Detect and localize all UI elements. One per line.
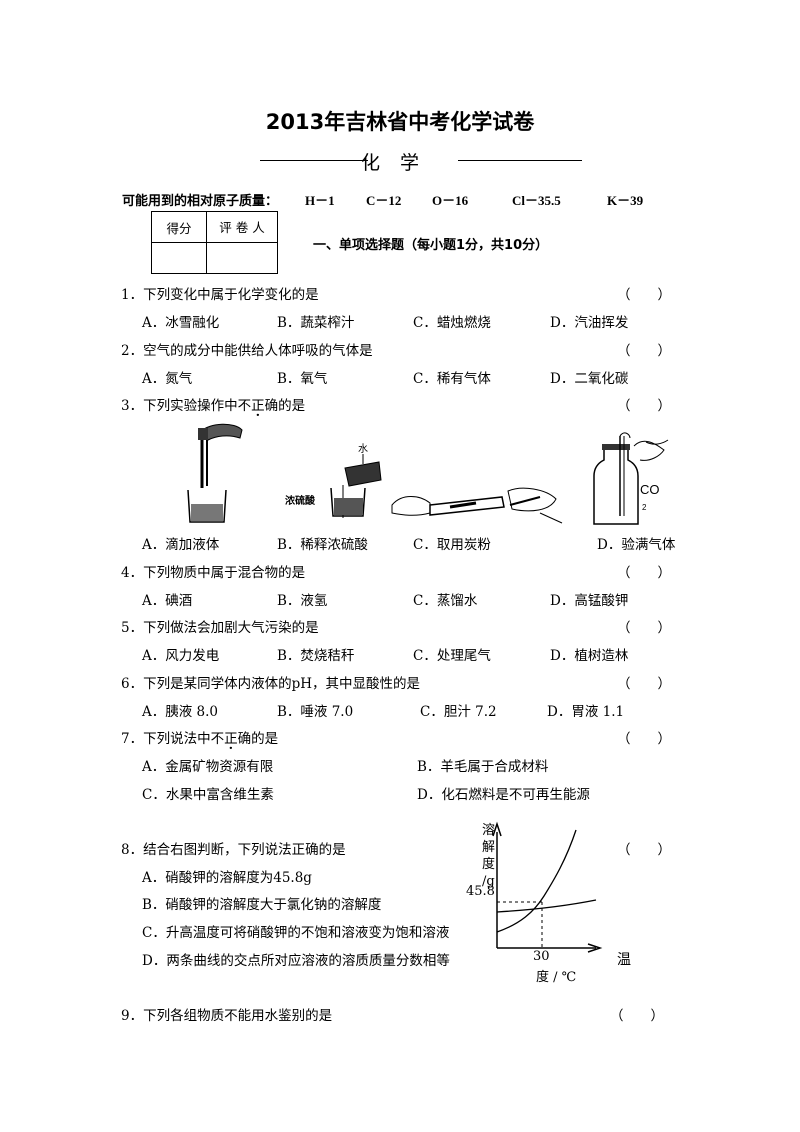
graph-y-char-2: 解: [482, 840, 496, 855]
q8-option-c: C．升高温度可将硝酸钾的不饱和溶液变为饱和溶液: [142, 925, 450, 941]
score-header: 得分: [151, 211, 207, 243]
q7-stem-emphasis: 不正确: [211, 731, 252, 747]
graph-y-value: 45.8: [466, 884, 495, 899]
q3-stem-emphasis: 不正确: [238, 398, 279, 414]
q1-option-b: B．蔬菜榨汁: [277, 315, 355, 331]
subtitle-rule-right: [458, 160, 582, 161]
q8-option-a: A．硝酸钾的溶解度为45.8g: [142, 870, 312, 886]
q4-option-d: D．高锰酸钾: [550, 593, 629, 609]
graph-y-char-4: /g: [482, 874, 495, 889]
solubility-graph: [492, 821, 603, 953]
q3-option-a: A．滴加液体: [142, 537, 220, 553]
q3-option-d: D．验满气体: [597, 537, 676, 553]
q3-stem-post: 的是: [278, 398, 306, 414]
answer-blank-5[interactable]: （ ）: [617, 620, 671, 636]
subtitle-rule-left: [260, 160, 368, 161]
score-cell[interactable]: [151, 242, 207, 274]
graph-y-arrow: [492, 821, 502, 837]
q6-option-a: A．胰液 8.0: [142, 704, 219, 720]
q4-option-c: C．蒸馏水: [413, 593, 478, 609]
co2-subscript: 2: [642, 503, 647, 512]
co2-label: CO: [640, 482, 660, 497]
carbon-powder-figure: [391, 487, 563, 524]
grader-header: 评 卷 人: [206, 211, 278, 243]
q6-option-b: B．唾液 7.0: [277, 704, 354, 720]
q6-option-c: C．胆汁 7.2: [420, 704, 497, 720]
kno3-curve: [496, 829, 577, 933]
graph-x-value: 30: [533, 949, 550, 964]
atomic-mass-label: 可能用到的相对原子质量：: [122, 194, 279, 209]
q8-option-d: D．两条曲线的交点所对应溶液的溶质质量分数相等: [142, 953, 450, 969]
page-title: 2013年吉林省中考化学试卷: [265, 110, 535, 134]
atomic-mass-cl: Cl－35.5: [512, 193, 561, 208]
section-heading: 一、单项选择题（每小题1分，共10分）: [313, 238, 549, 253]
q4-option-a: A．碘酒: [142, 593, 193, 609]
q7-stem-pre: 7．下列说法中: [121, 731, 211, 747]
q7-option-a: A．金属矿物资源有限: [142, 759, 274, 775]
graph-y-char-1: 溶: [482, 823, 496, 838]
atomic-mass-o: O－16: [432, 193, 469, 208]
q8-option-b: B．硝酸钾的溶解度大于氯化钠的溶解度: [142, 897, 382, 913]
answer-blank-3[interactable]: （ ）: [617, 398, 671, 414]
graph-x-arrow: [587, 943, 603, 953]
q6-option-d: D．胃液 1.1: [547, 704, 625, 720]
q4-option-b: B．液氢: [277, 593, 328, 609]
question-7-stem: 7．下列说法中不正确的是: [121, 727, 278, 747]
water-label: 水: [358, 443, 368, 455]
q5-option-c: C．处理尾气: [413, 648, 491, 664]
answer-blank-4[interactable]: （ ）: [617, 565, 671, 581]
graph-x-label-1: 温: [617, 952, 631, 968]
q5-option-b: B．焚烧秸秆: [277, 648, 355, 664]
q7-stem-post: 的是: [251, 731, 279, 747]
dilute-acid-figure: 水 浓硫酸: [285, 443, 382, 518]
acid-label: 浓硫酸: [285, 494, 316, 507]
q7-option-b: B．羊毛属于合成材料: [417, 759, 549, 775]
q3-stem-pre: 3．下列实验操作中: [121, 398, 238, 414]
question-2-stem: 2．空气的成分中能供给人体呼吸的气体是: [121, 343, 373, 359]
answer-blank-9[interactable]: （ ）: [610, 1008, 664, 1024]
question-5-stem: 5．下列做法会加剧大气污染的是: [121, 620, 319, 636]
question-9-stem: 9．下列各组物质不能用水鉴别的是: [121, 1008, 333, 1024]
answer-blank-1[interactable]: （ ）: [617, 287, 671, 303]
question-3-stem: 3．下列实验操作中不正确的是: [121, 394, 305, 414]
atomic-mass-h: H－1: [305, 193, 335, 208]
q2-option-a: A．氮气: [142, 371, 193, 387]
q1-option-a: A．冰雪融化: [142, 315, 220, 331]
subject-subtitle: 化学: [360, 152, 439, 174]
q2-option-c: C．稀有气体: [413, 371, 491, 387]
question-8-stem: 8．结合右图判断，下列说法正确的是: [121, 842, 346, 858]
graph-x-label-2: 度 / ℃: [536, 970, 577, 985]
atomic-mass-k: K－39: [607, 193, 644, 208]
q3-option-b: B．稀释浓硫酸: [277, 537, 368, 553]
co2-bottle-figure: [593, 432, 669, 525]
q7-option-d: D．化石燃料是不可再生能源: [417, 787, 590, 803]
answer-blank-8[interactable]: （ ）: [617, 842, 671, 858]
q3-option-c: C．取用炭粉: [413, 537, 491, 553]
answer-blank-6[interactable]: （ ）: [617, 676, 671, 692]
nacl-curve: [496, 899, 597, 913]
q1-option-c: C．蜡烛燃烧: [413, 315, 491, 331]
grader-cell[interactable]: [206, 242, 278, 274]
question-6-stem: 6．下列是某同学体内液体的pH，其中显酸性的是: [121, 676, 421, 692]
answer-blank-2[interactable]: （ ）: [617, 343, 671, 359]
atomic-mass-c: C－12: [366, 193, 402, 208]
answer-blank-7[interactable]: （ ）: [617, 731, 671, 747]
question-4-stem: 4．下列物质中属于混合物的是: [121, 565, 306, 581]
q2-option-d: D．二氧化碳: [550, 371, 629, 387]
q7-option-c: C．水果中富含维生素: [142, 787, 274, 803]
q5-option-d: D．植树造林: [550, 648, 629, 664]
q1-option-d: D．汽油挥发: [550, 315, 629, 331]
graph-y-char-3: 度: [482, 857, 496, 872]
graph-y-label: 溶 解 度 /g: [482, 822, 495, 890]
question-1-stem: 1．下列变化中属于化学变化的是: [121, 287, 319, 303]
q2-option-b: B．氧气: [277, 371, 328, 387]
q5-option-a: A．风力发电: [142, 648, 220, 664]
score-table: 得分 评 卷 人: [151, 211, 278, 274]
dropper-figure: [187, 423, 243, 523]
